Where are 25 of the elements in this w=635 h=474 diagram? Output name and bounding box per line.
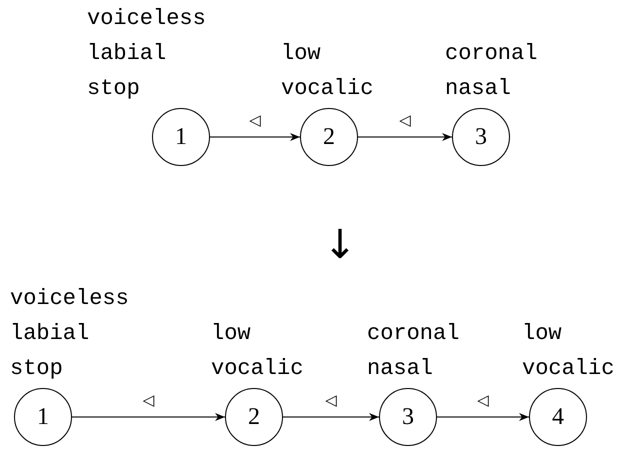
state-number: 2 [248,405,260,429]
feature-label: coronal nasal [367,320,460,383]
arrow [282,413,380,421]
arrow [436,413,530,421]
state-number: 2 [323,125,335,149]
arrow [358,133,452,141]
state-number: 1 [37,405,49,429]
state-number: 4 [552,405,564,429]
transition-arrow-symbol: ↓ [323,225,357,265]
state-number: 3 [402,405,414,429]
edge-label: ◁ [249,113,261,128]
feature-label: low vocalic [211,320,304,383]
feature-label: voiceless labial stop [87,5,206,103]
edge-label: ◁ [477,393,489,408]
edge-label: ◁ [142,393,154,408]
feature-label: voiceless labial stop [10,285,129,383]
state-number: 3 [475,125,487,149]
arrow [72,413,226,421]
feature-label: low vocalic [522,320,614,383]
feature-label: coronal nasal [445,40,538,103]
edge-label: ◁ [325,393,337,408]
arrow [210,133,300,141]
feature-label: low vocalic [281,40,374,103]
edge-label: ◁ [399,113,411,128]
state-number: 1 [175,125,187,149]
